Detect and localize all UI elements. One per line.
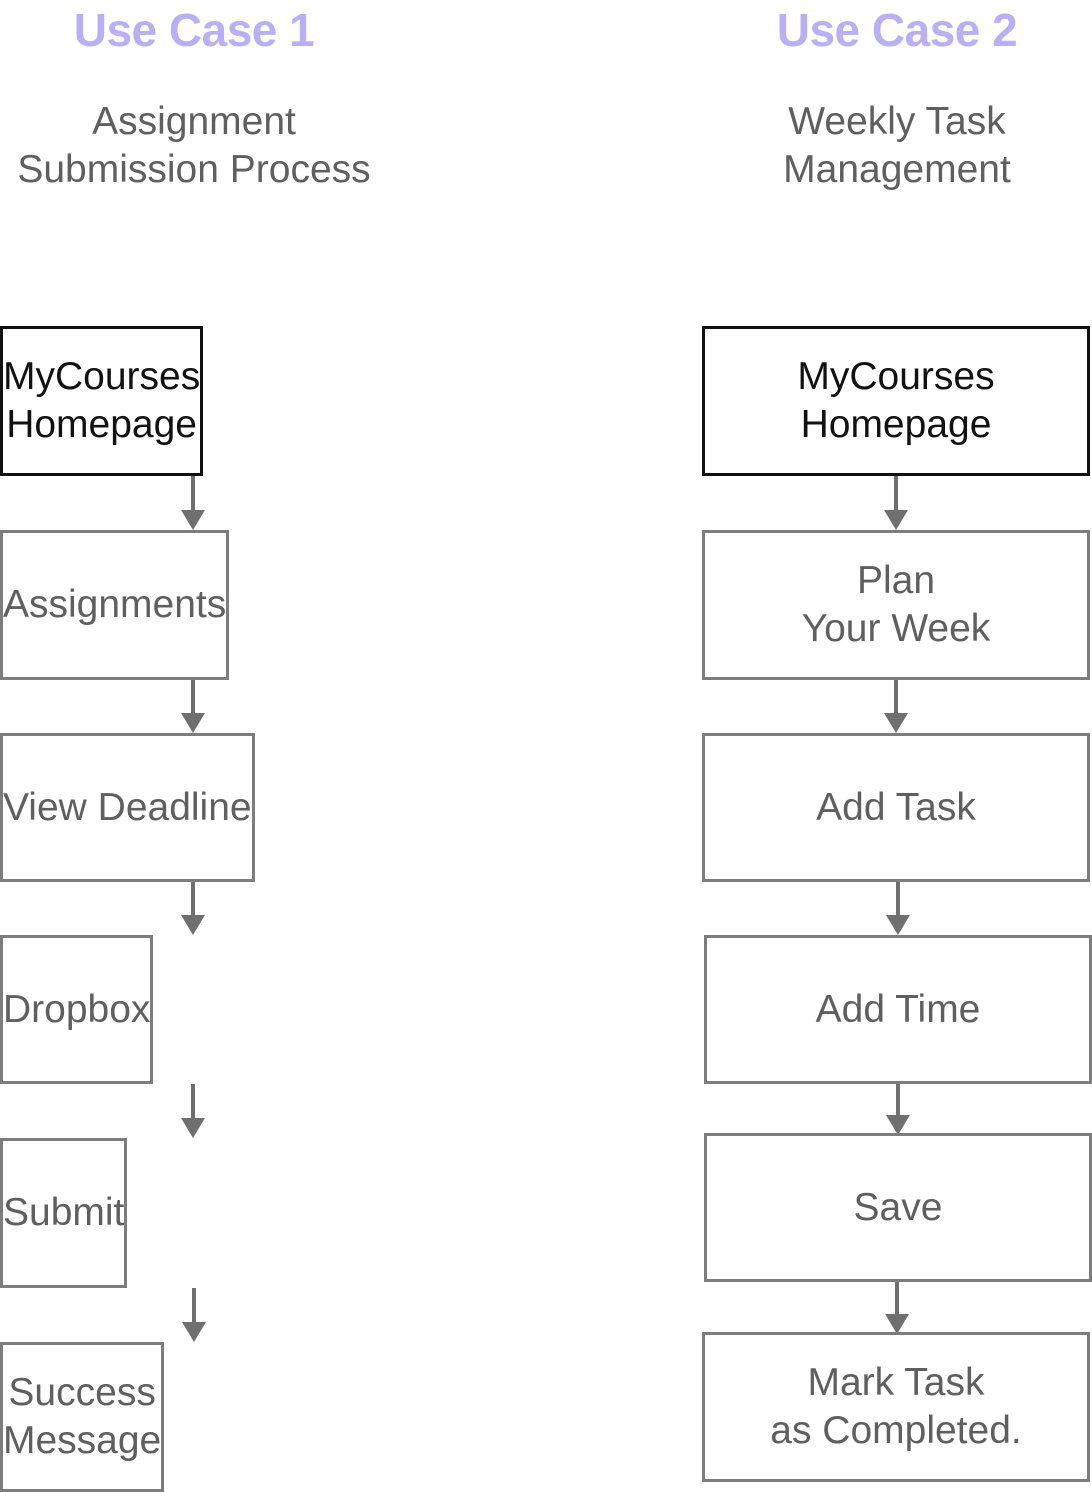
use-case-1-title: Use Case 1 <box>73 4 315 56</box>
use-case-2-arrow-3 <box>886 882 910 935</box>
use-case-2-step-add-time: Add Time <box>704 935 1092 1084</box>
use-case-1-arrow-1 <box>181 476 205 530</box>
use-case-2-subtitle: Weekly Task Management <box>783 100 1011 191</box>
use-case-2-step-save: Save <box>704 1133 1092 1282</box>
use-case-1-arrow-5 <box>182 1288 206 1342</box>
use-case-1-step-dropbox: Dropbox <box>0 935 154 1084</box>
use-case-2-arrow-2 <box>884 680 908 733</box>
use-case-2-step-plan-your-week: Plan Your Week <box>702 530 1090 680</box>
use-case-2-title: Use Case 2 <box>776 4 1018 56</box>
use-case-1-subtitle: Assignment Submission Process <box>17 100 371 191</box>
use-case-1-arrow-2 <box>181 680 205 733</box>
use-case-2-step-add-task: Add Task <box>702 733 1090 882</box>
use-case-1-step-view-deadline: View Deadline <box>0 733 255 882</box>
use-case-1-arrow-3 <box>181 882 205 935</box>
use-case-1-step-submit: Submit <box>0 1138 128 1288</box>
use-case-2-arrow-5 <box>885 1282 909 1334</box>
use-case-2-arrow-4 <box>886 1084 910 1135</box>
use-case-2-step-mark-task-completed: Mark Task as Completed. <box>702 1332 1090 1482</box>
use-case-1-step-success-message: Success Message <box>0 1342 165 1492</box>
use-case-2-arrow-1 <box>884 476 908 530</box>
use-case-1-step-mycourses-homepage: MyCourses Homepage <box>0 326 204 476</box>
use-case-1-step-assignments: Assignments <box>0 530 230 680</box>
use-case-1-arrow-4 <box>181 1084 205 1138</box>
use-case-2-step-mycourses-homepage: MyCourses Homepage <box>702 326 1090 476</box>
